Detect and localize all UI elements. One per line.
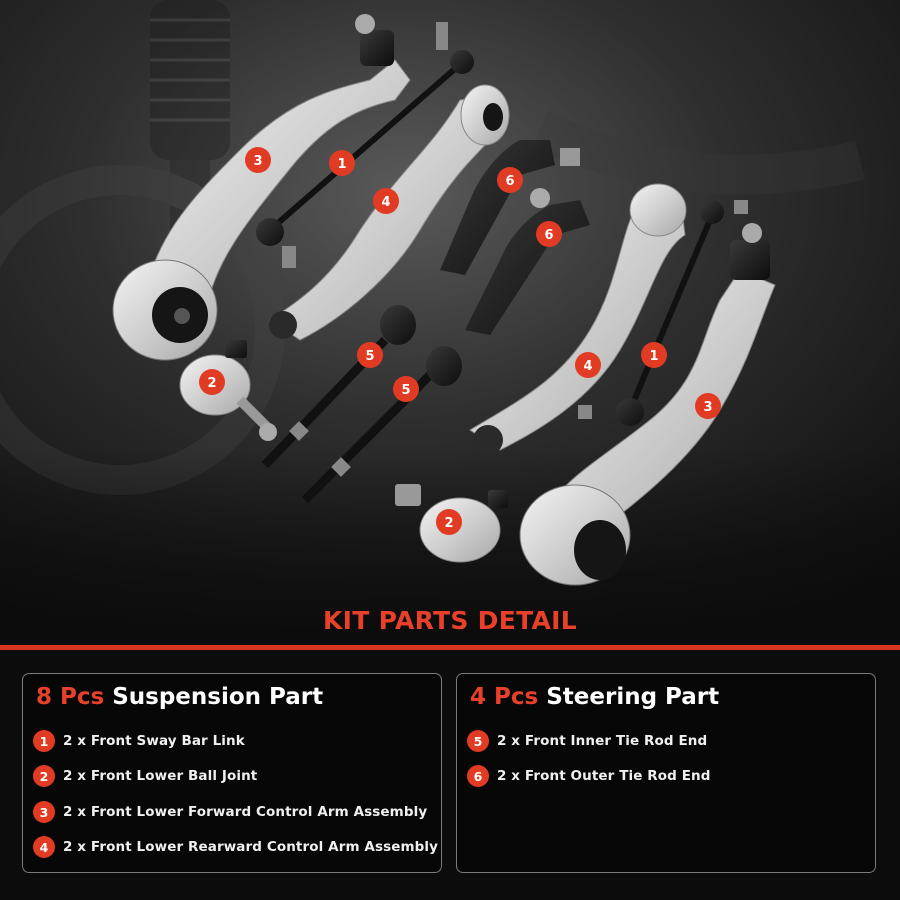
item-text: 2 x Front Inner Tie Rod End [497, 733, 708, 749]
svg-text:5: 5 [365, 349, 374, 364]
parts-photo: 3 1 4 6 6 2 5 5 4 1 3 2 [0, 0, 900, 640]
photo-badge: 5 [393, 376, 419, 402]
item-number-badge: 6 [467, 765, 489, 787]
outer-tie-rod-end-upper [440, 140, 580, 275]
svg-text:6: 6 [505, 174, 514, 189]
title-divider [0, 645, 900, 650]
section-title: KIT PARTS DETAIL [322, 606, 578, 635]
photo-badge: 1 [641, 342, 667, 368]
photo-badge: 3 [695, 393, 721, 419]
item-text: 2 x Front Lower Ball Joint [63, 768, 258, 784]
item-number-badge: 2 [33, 765, 55, 787]
item-text: 2 x Front Outer Tie Rod End [497, 768, 711, 784]
item-text: 2 x Front Lower Rearward Control Arm Ass… [63, 839, 439, 855]
svg-text:3: 3 [253, 154, 262, 169]
svg-text:4: 4 [583, 359, 592, 374]
suspension-count: 8 Pcs [36, 684, 105, 710]
item-number-badge: 3 [33, 801, 55, 823]
forward-control-arm-right [519, 223, 776, 586]
photo-badge: 2 [436, 509, 462, 535]
photo-badge: 4 [373, 188, 399, 214]
list-item: 6 2 x Front Outer Tie Rod End [467, 764, 711, 788]
svg-text:1: 1 [337, 157, 346, 172]
list-item: 1 2 x Front Sway Bar Link [33, 729, 245, 753]
svg-text:5: 5 [401, 383, 410, 398]
photo-badge: 6 [536, 221, 562, 247]
item-number-badge: 4 [33, 836, 55, 858]
suspension-heading: 8 Pcs Suspension Part [36, 684, 323, 710]
item-number-badge: 5 [467, 730, 489, 752]
photo-badge: 5 [357, 342, 383, 368]
steering-label: Steering Part [546, 684, 720, 710]
sway-bar-link-right [578, 200, 748, 426]
list-item: 3 2 x Front Lower Forward Control Arm As… [33, 800, 427, 824]
photo-badge: 4 [575, 352, 601, 378]
rearward-control-arm-left [269, 84, 510, 341]
rearward-control-arm-right [469, 183, 687, 455]
photo-badge: 2 [199, 369, 225, 395]
svg-text:4: 4 [381, 195, 390, 210]
item-number-badge: 1 [33, 730, 55, 752]
svg-text:2: 2 [207, 376, 216, 391]
svg-text:6: 6 [544, 228, 553, 243]
svg-text:2: 2 [444, 516, 453, 531]
svg-text:3: 3 [703, 400, 712, 415]
item-text: 2 x Front Lower Forward Control Arm Asse… [63, 804, 428, 820]
photo-badge: 1 [329, 150, 355, 176]
list-item: 2 2 x Front Lower Ball Joint [33, 764, 257, 788]
forward-control-arm-left [112, 14, 411, 361]
suspension-label: Suspension Part [112, 684, 324, 710]
steering-count: 4 Pcs [470, 684, 539, 710]
list-item: 4 2 x Front Lower Rearward Control Arm A… [33, 835, 438, 859]
item-text: 2 x Front Sway Bar Link [63, 733, 245, 749]
photo-badge: 3 [245, 147, 271, 173]
steering-panel: 4 Pcs Steering Part 5 2 x Front Inner Ti… [456, 673, 876, 873]
suspension-panel: 8 Pcs Suspension Part 1 2 x Front Sway B… [22, 673, 442, 873]
sway-bar-link-left [256, 22, 474, 268]
photo-badge: 6 [497, 167, 523, 193]
steering-heading: 4 Pcs Steering Part [470, 684, 719, 710]
list-item: 5 2 x Front Inner Tie Rod End [467, 729, 707, 753]
svg-text:1: 1 [649, 349, 658, 364]
